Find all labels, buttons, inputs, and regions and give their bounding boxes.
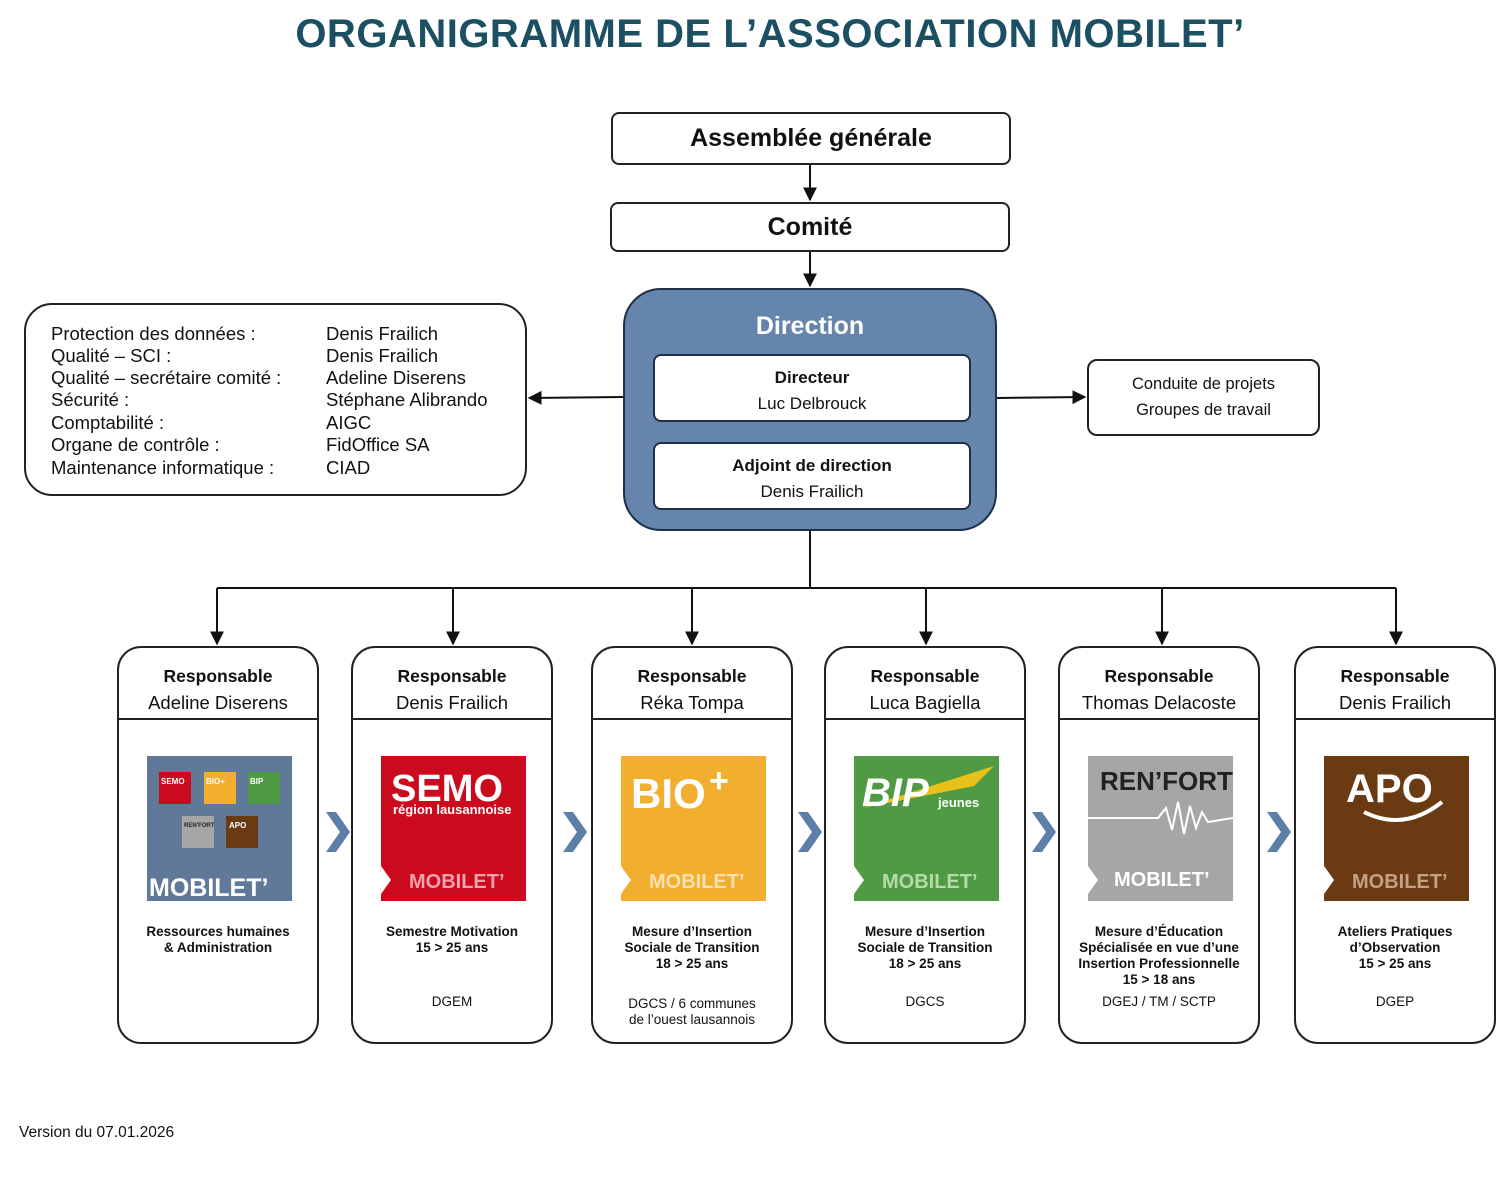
unit-header: Responsable Adeline Diserens: [119, 648, 317, 720]
chevron-right-icon: [1267, 812, 1291, 852]
svg-text:APO: APO: [229, 821, 246, 830]
unit-header: Responsable Denis Frailich: [353, 648, 551, 720]
support-label: Comptabilité :: [51, 412, 165, 433]
unit-role: Responsable: [397, 666, 507, 686]
unit-header: Responsable Denis Frailich: [1296, 648, 1494, 720]
version-note: Version du 07.01.2026: [19, 1124, 175, 1141]
unit-funding: DGEP: [1375, 994, 1415, 1009]
unit-card-bip: Responsable Luca Bagiella BIP jeunes MOB…: [824, 646, 1026, 1044]
svg-text:jeunes: jeunes: [937, 795, 979, 810]
support-label: Qualité – SCI :: [51, 345, 172, 366]
director-role: Directeur: [774, 368, 850, 387]
unit-funding: DGCS / 6 communes de l’ouest lausannois: [628, 996, 756, 1027]
unit-description: Ressources humaines & Administration: [146, 924, 290, 955]
support-label: Sécurité :: [51, 389, 130, 410]
svg-text:MOBILET’: MOBILET’: [409, 871, 505, 893]
assembly-box: Assemblée générale: [611, 112, 1011, 165]
deputy-role: Adjoint de direction: [732, 456, 892, 475]
svg-text:région lausannoise: région lausannoise: [393, 802, 511, 817]
unit-role: Responsable: [870, 666, 980, 686]
unit-manager: Denis Frailich: [1338, 692, 1452, 713]
svg-text:BIO+: BIO+: [206, 777, 225, 786]
unit-card-renfort: Responsable Thomas Delacoste REN’FORT MO…: [1058, 646, 1260, 1044]
unit-funding: DGCS: [905, 994, 945, 1009]
svg-text:MOBILET’: MOBILET’: [882, 871, 978, 893]
support-value: Denis Frailich: [326, 345, 439, 366]
projects-panel: Conduite de projets Groupes de travail: [1087, 359, 1320, 436]
svg-text:APO: APO: [1346, 767, 1433, 811]
support-value: AIGC: [326, 412, 372, 433]
support-label: Qualité – secrétaire comité :: [51, 367, 282, 388]
svg-text:MOBILET’: MOBILET’: [1114, 869, 1210, 891]
support-value: CIAD: [326, 457, 371, 478]
support-label: Maintenance informatique :: [51, 457, 275, 478]
workgroups-label: Groupes de travail: [1136, 401, 1271, 419]
unit-description: Semestre Motivation 15 > 25 ans: [385, 924, 519, 955]
unit-card-semo: Responsable Denis Frailich SEMO région l…: [351, 646, 553, 1044]
unit-card-apo: Responsable Denis Frailich APO MOBILET’ …: [1294, 646, 1496, 1044]
support-value: Adeline Diserens: [326, 367, 466, 388]
director-box: Directeur Luc Delbrouck: [653, 354, 971, 422]
bio-plus-logo: BIO + MOBILET’: [621, 756, 766, 901]
support-label: Organe de contrôle :: [51, 434, 220, 455]
support-value: FidOffice SA: [326, 434, 430, 455]
direction-box: Direction Directeur Luc Delbrouck Adjoin…: [623, 288, 997, 531]
unit-header: Responsable Réka Tompa: [593, 648, 791, 720]
unit-manager: Réka Tompa: [640, 692, 744, 713]
chevron-right-icon: [326, 812, 350, 852]
unit-card-bio: Responsable Réka Tompa BIO + MOBILET’ Me…: [591, 646, 793, 1044]
unit-header: Responsable Thomas Delacoste: [1060, 648, 1258, 720]
svg-text:SEMO: SEMO: [161, 777, 185, 786]
bip-jeunes-logo: BIP jeunes MOBILET’: [854, 756, 999, 901]
svg-text:REN’FORT: REN’FORT: [1100, 766, 1233, 796]
unit-card-administration: Responsable Adeline Diserens SEMO BIO+ B…: [117, 646, 319, 1044]
committee-box: Comité: [610, 202, 1010, 252]
unit-header: Responsable Luca Bagiella: [826, 648, 1024, 720]
svg-text:+: +: [709, 762, 729, 800]
director-name: Luc Delbrouck: [757, 394, 867, 413]
chevron-right-icon: [1032, 812, 1056, 852]
unit-description: Mesure d’Insertion Sociale de Transition…: [857, 924, 993, 971]
support-value: Denis Frailich: [326, 323, 439, 344]
svg-text:BIP: BIP: [250, 777, 264, 786]
apo-logo: APO MOBILET’: [1324, 756, 1469, 901]
svg-text:MOBILET’: MOBILET’: [1352, 871, 1448, 893]
direction-title: Direction: [755, 312, 865, 340]
svg-text:MOBILET’: MOBILET’: [149, 874, 268, 901]
unit-role: Responsable: [163, 666, 273, 686]
support-functions-panel: Protection des données : Denis Frailich …: [24, 303, 527, 496]
unit-role: Responsable: [1340, 666, 1450, 686]
unit-funding: DGEJ / TM / SCTP: [1102, 994, 1216, 1009]
unit-manager: Luca Bagiella: [869, 692, 981, 713]
renfort-logo: REN’FORT MOBILET’: [1088, 756, 1233, 901]
svg-text:SEMO: SEMO: [391, 768, 503, 810]
unit-description: Ateliers Pratiques d’Observation 15 > 25…: [1337, 924, 1453, 971]
unit-manager: Thomas Delacoste: [1081, 692, 1237, 713]
support-label: Protection des données :: [51, 323, 256, 344]
semo-logo: SEMO région lausannoise MOBILET’: [381, 756, 526, 901]
svg-text:BIP: BIP: [862, 771, 929, 815]
assembly-label: Assemblée générale: [690, 124, 932, 152]
unit-manager: Adeline Diserens: [148, 692, 288, 713]
chevron-right-icon: [563, 812, 587, 852]
unit-description: Mesure d’Insertion Sociale de Transition…: [624, 924, 760, 971]
deputy-box: Adjoint de direction Denis Frailich: [653, 442, 971, 510]
unit-role: Responsable: [1104, 666, 1214, 686]
svg-text:BIO: BIO: [631, 770, 706, 817]
deputy-name: Denis Frailich: [760, 482, 864, 501]
support-value: Stéphane Alibrando: [326, 389, 488, 410]
unit-funding: DGEM: [431, 994, 473, 1009]
svg-text:MOBILET’: MOBILET’: [649, 871, 745, 893]
mobilet-association-logo: SEMO BIO+ BIP REN'FORT APO MOBILET’: [147, 756, 292, 901]
unit-role: Responsable: [637, 666, 747, 686]
chevron-right-icon: [798, 812, 822, 852]
page-title: ORGANIGRAMME DE L’ASSOCIATION MOBILET’: [295, 12, 1245, 56]
committee-label: Comité: [767, 212, 853, 241]
unit-description: Mesure d’Éducation Spécialisée en vue d’…: [1078, 924, 1240, 987]
unit-manager: Denis Frailich: [395, 692, 509, 713]
svg-text:REN'FORT: REN'FORT: [184, 823, 215, 829]
projects-label: Conduite de projets: [1131, 375, 1276, 393]
